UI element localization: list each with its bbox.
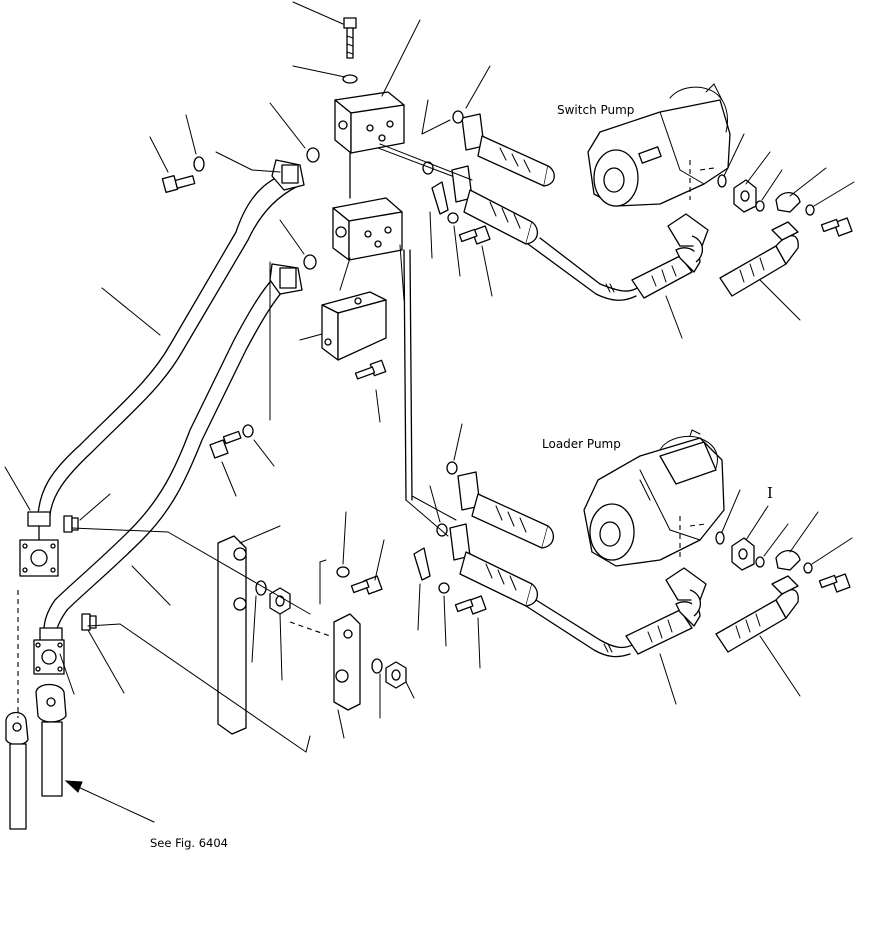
leaders-clamp (71, 511, 415, 753)
loader-split-flange (731, 537, 755, 571)
switch-washer-a (755, 200, 765, 212)
switch-small-bolt (458, 225, 491, 245)
switch-long-hose (527, 213, 709, 339)
lower-tube (43, 263, 303, 636)
block-connectors (339, 99, 451, 501)
left-upper-flange (19, 511, 59, 577)
left-clamp-plate (217, 535, 247, 735)
mid-washer-leader (253, 439, 275, 467)
bracket-bolt (354, 359, 387, 380)
loader-washer-a (755, 556, 765, 568)
loader-small-bolt (454, 595, 487, 615)
left-flange-bolt (161, 175, 196, 193)
loader-leaders (405, 495, 481, 669)
switch-right-hose (719, 221, 801, 321)
left-lower-clip (81, 613, 97, 631)
right-clamp-plate (333, 613, 361, 711)
mounting-bracket (321, 291, 387, 361)
reference-arrow (64, 780, 155, 823)
loader-end-bolt (818, 573, 851, 593)
top-washer (342, 74, 358, 84)
lower-valve-block (332, 197, 403, 261)
o-ring-upper-left (306, 147, 320, 163)
loader-hose-upper (429, 423, 554, 549)
leaders-left (4, 1, 421, 695)
switch-leaders (377, 65, 493, 297)
see-fig-label: See Fig. 6404 (150, 836, 228, 850)
loader-pump-label: Loader Pump (542, 437, 621, 451)
left-washer (193, 156, 205, 172)
mid-washer (242, 424, 254, 438)
switch-washer-b (805, 204, 815, 216)
left-upper-clip (63, 515, 79, 533)
mid-bolt-leader (221, 461, 237, 497)
loader-clamp-half (775, 550, 801, 571)
bottom-pipe-right (35, 683, 67, 797)
upper-tube (37, 159, 305, 516)
switch-pump-body (587, 83, 731, 207)
clamp-nut-left (269, 587, 291, 615)
o-ring-mid-left (303, 254, 317, 270)
switch-small-washer (447, 212, 459, 224)
switch-right-leaders (723, 133, 855, 207)
top-bolt (343, 17, 357, 59)
loader-small-washer (438, 582, 450, 594)
switch-end-bolt (820, 217, 853, 237)
clamp-nut-right (385, 661, 407, 689)
bottom-pipe-left (5, 711, 29, 830)
switch-hose-lower (422, 161, 538, 245)
clamp-washer-top (336, 566, 350, 578)
loader-clip (413, 547, 431, 581)
switch-o-ring (717, 174, 727, 188)
switch-clamp-half (775, 192, 801, 213)
loader-o-ring (715, 531, 725, 545)
loader-right-leaders (721, 489, 853, 565)
left-lower-flange (33, 627, 65, 675)
callout-i: I (767, 484, 773, 502)
upper-valve-block (334, 91, 405, 154)
clamp-bolt (350, 575, 383, 595)
switch-pump-label: Switch Pump (557, 103, 634, 117)
switch-split-flange (733, 179, 757, 213)
clamp-washer-right (371, 658, 383, 674)
loader-washer-b (803, 562, 813, 574)
loader-pump-body (583, 429, 725, 567)
loader-right-hose (715, 575, 801, 697)
loader-long-hose (525, 567, 707, 705)
switch-hose-upper (452, 110, 555, 187)
mid-bolt (209, 430, 242, 459)
